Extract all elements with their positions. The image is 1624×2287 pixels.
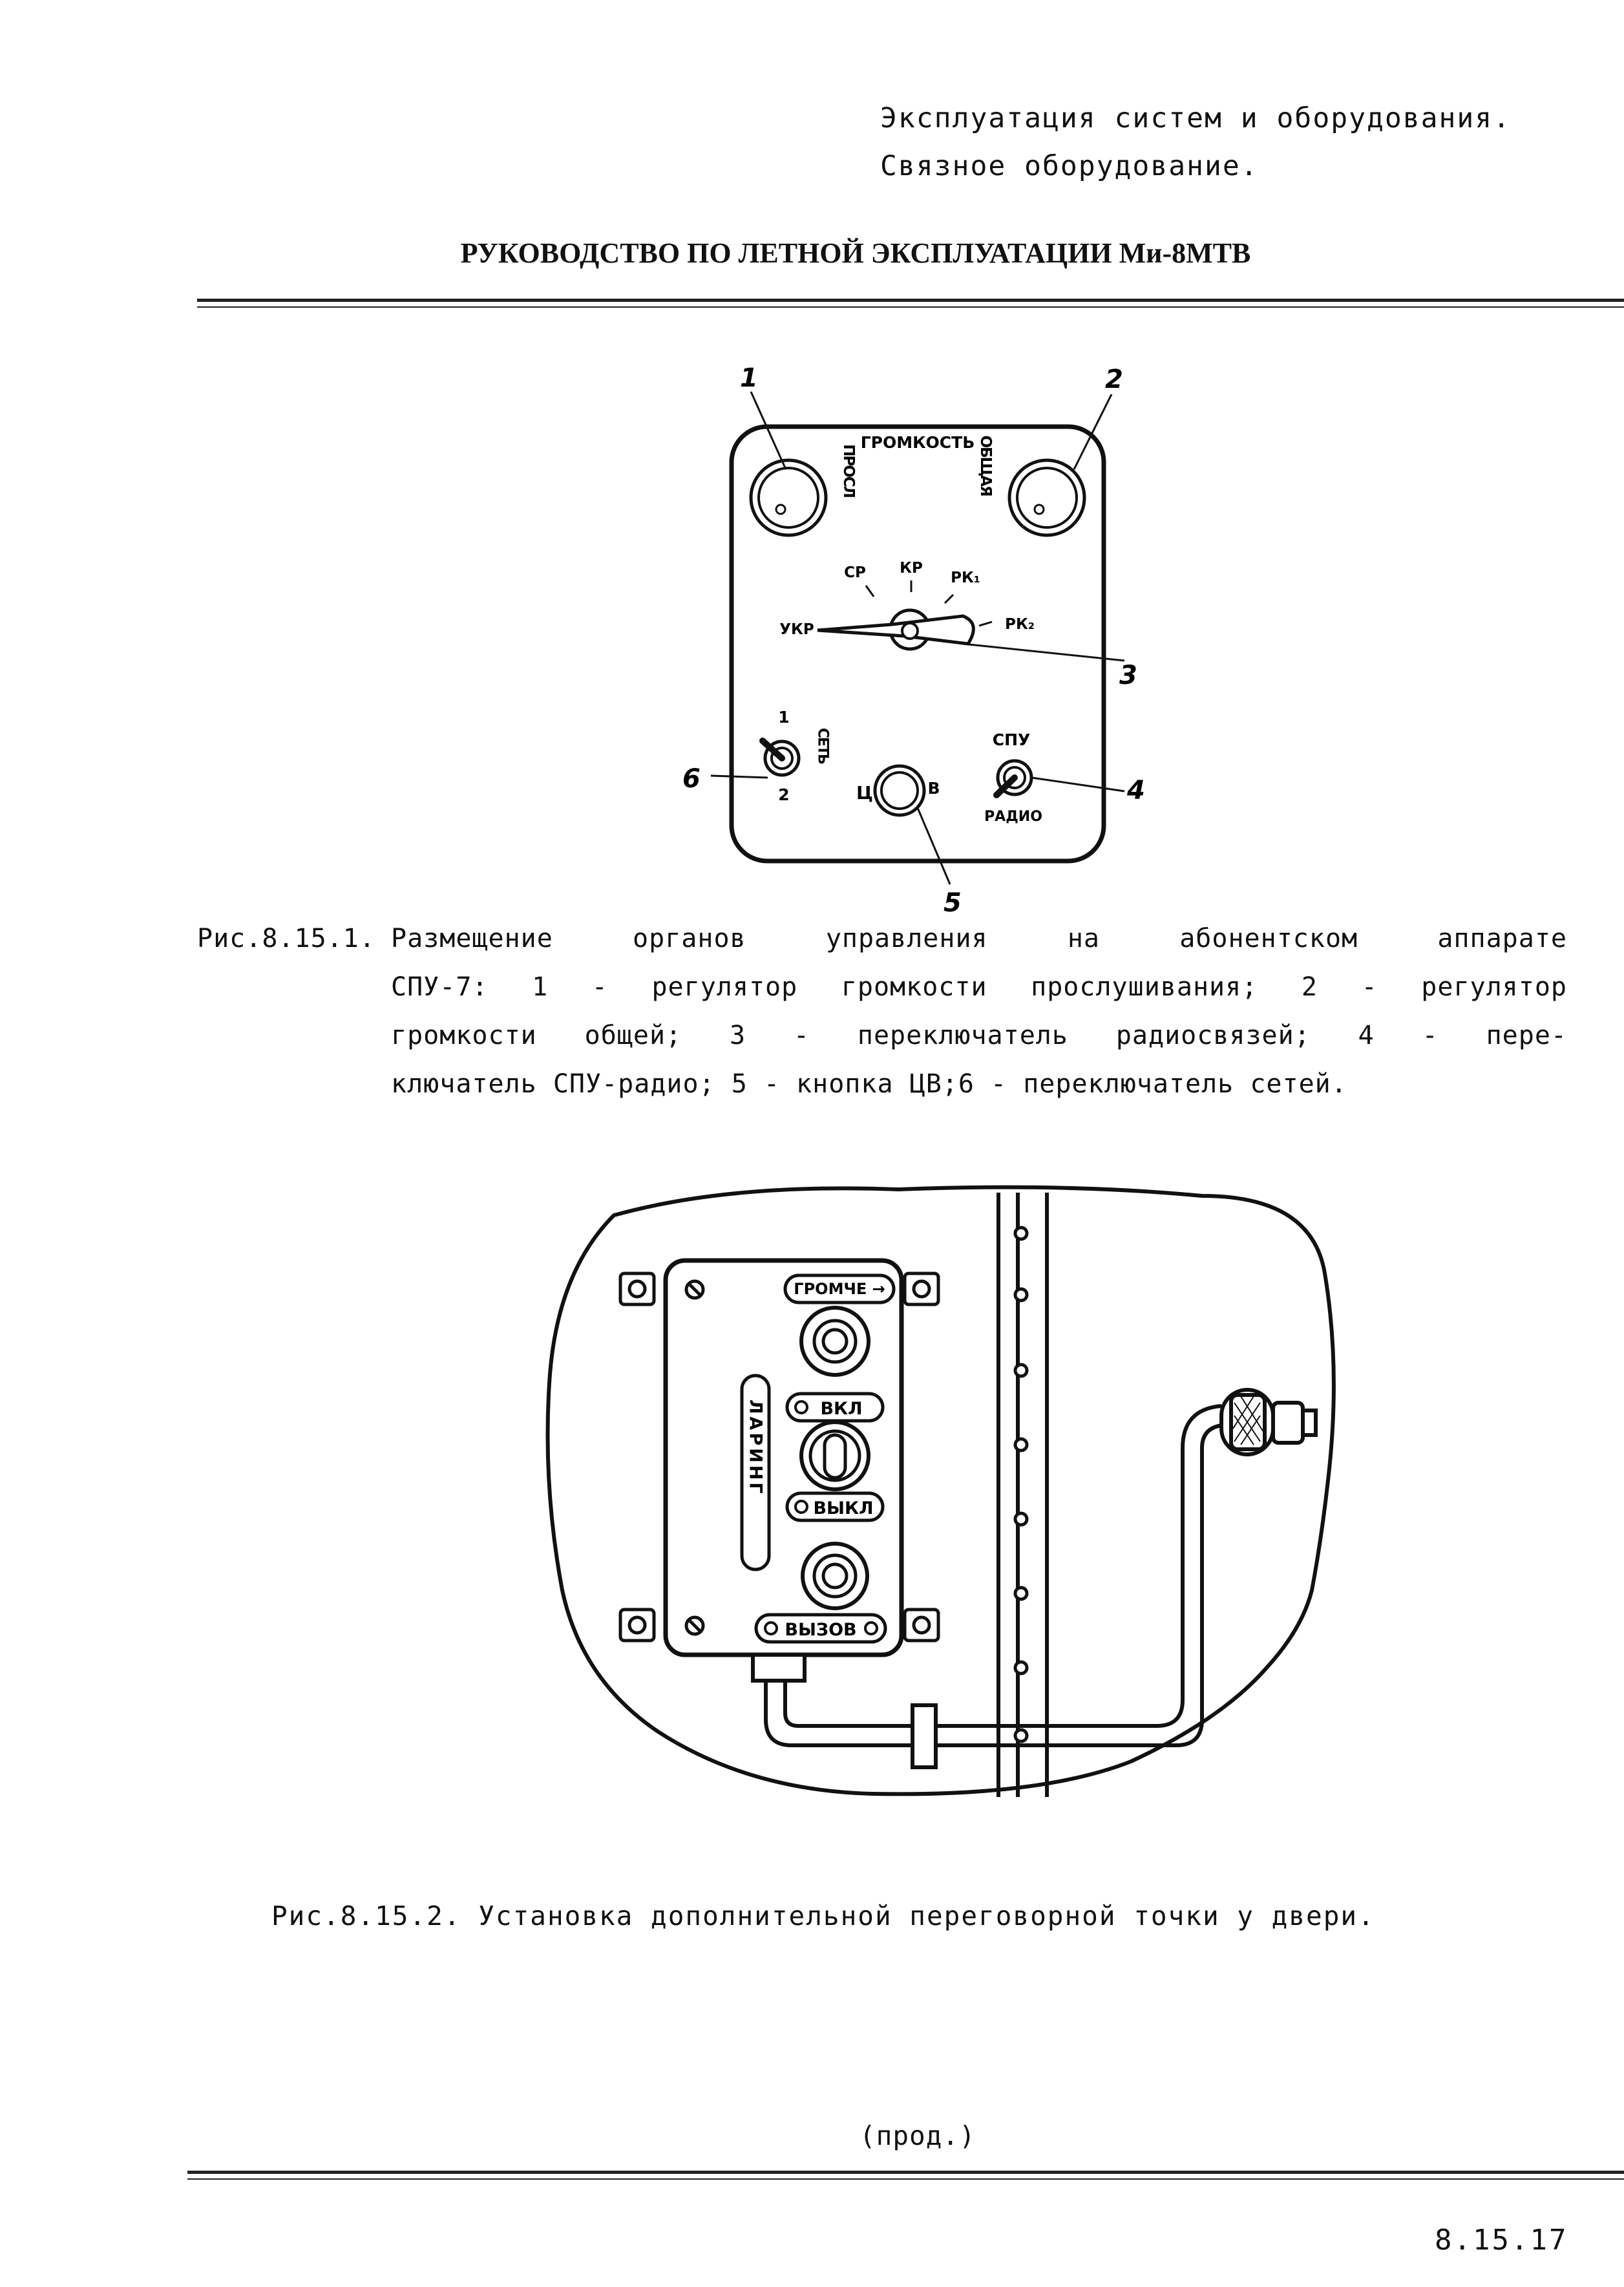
callout-4: 4 [1126, 776, 1145, 805]
footer-rule-thick [187, 2171, 1624, 2174]
callout-1: 1 [740, 363, 758, 393]
label-pos-kr: КР [900, 560, 923, 577]
callout-5: 5 [944, 888, 962, 917]
label-louder: ГРОМЧЕ → [794, 1280, 885, 1298]
continued-label: (прод.) [859, 2120, 976, 2151]
figure1-caption-line: ключатель СПУ-радио; 5 - кнопка ЦВ;6 - п… [391, 1069, 1347, 1099]
label-call: ВЫЗОВ [785, 1620, 856, 1640]
label-volume: ГРОМКОСТЬ [861, 433, 975, 452]
radio-selector-switch [817, 608, 975, 651]
label-set: СЕТЬ [815, 728, 831, 764]
callout-6: 6 [682, 764, 701, 794]
volume-knob [799, 1306, 870, 1377]
label-pos-rk2: РК₂ [1005, 616, 1035, 633]
figure1-caption-line: Размещение органов управления на абонент… [391, 924, 1567, 953]
header-rule-thick [197, 299, 1624, 302]
manual-title: РУКОВОДСТВО ПО ЛЕТНОЙ ЭКСПЛУАТАЦИИ Ми-8М… [460, 237, 1251, 269]
cv-button [873, 764, 926, 817]
label-pos-ukr: УКР [779, 621, 814, 638]
figure2-caption: Рис.8.15.2. Установка дополнительной пер… [271, 1900, 1375, 1931]
label-pos-sr: СР [844, 564, 866, 581]
laryng-toggle-switch [799, 1420, 870, 1491]
label-spu: СПУ [993, 730, 1031, 749]
label-on: ВКЛ [820, 1399, 862, 1419]
network-toggle-switch [759, 738, 801, 777]
label-radio: РАДИО [984, 809, 1042, 825]
footer-rule-thin [187, 2178, 1624, 2180]
section-title-line1: Эксплуатация систем и оборудования. [880, 102, 1512, 134]
wall-outline [545, 1185, 1336, 1796]
figure-spu7-panel: ГРОМКОСТЬ ПРОСЛ ОБЩАЯ СР КР РК₁ УКР РК₂ … [682, 363, 1145, 917]
figure1-caption-label: Рис.8.15.1. [197, 924, 375, 953]
label-btn-v: В [927, 779, 940, 798]
figure1-caption-line: СПУ-7: 1 - регулятор громкости прослушив… [391, 972, 1567, 1002]
intercom-unit-body [663, 1258, 904, 1657]
volume-knob-common [1007, 458, 1086, 537]
callout-3: 3 [1119, 661, 1137, 690]
door-frame [997, 1193, 1049, 1797]
label-off: ВЫКЛ [813, 1498, 873, 1518]
page-number: 8.15.17 [1435, 2224, 1568, 2257]
figure-door-intercom: ГРОМЧЕ → ЛАРИНГ ВКЛ ВЫКЛ ВЫЗОВ [545, 1185, 1336, 1797]
figure1-caption: Рис.8.15.1. Размещение органов управлени… [197, 915, 1567, 1109]
section-title-line2: Связное оборудование. [880, 150, 1259, 182]
label-laryng: ЛАРИНГ [746, 1399, 766, 1496]
label-set-1: 1 [778, 708, 789, 727]
header-rule-thin [197, 306, 1624, 308]
label-set-2: 2 [778, 785, 789, 804]
label-prosl: ПРОСЛ [840, 444, 857, 497]
label-pos-rk1: РК₁ [951, 569, 980, 586]
call-button [801, 1542, 869, 1610]
callout-2: 2 [1105, 365, 1123, 394]
label-obshchaya: ОБЩАЯ [977, 435, 994, 495]
volume-knob-listen [749, 458, 828, 537]
label-btn-c: Ц [856, 782, 873, 803]
figure1-caption-line: громкости общей; 3 - переключатель радио… [391, 1021, 1567, 1050]
